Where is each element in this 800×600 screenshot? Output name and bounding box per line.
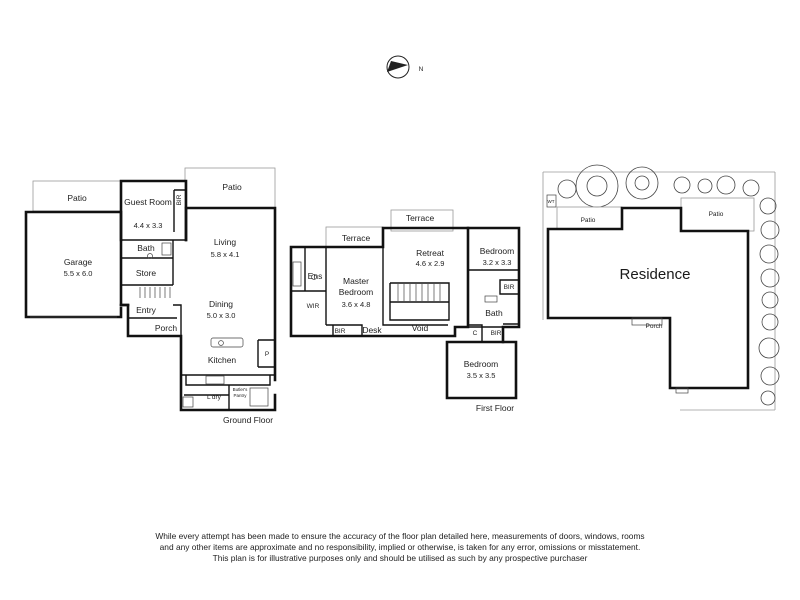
kitchen-island bbox=[210, 337, 244, 348]
gf-guest-room-dim: 4.4 x 3.3 bbox=[134, 221, 163, 230]
ff-bedroom2-label: Bedroom bbox=[464, 359, 499, 369]
residence-outline bbox=[546, 206, 750, 390]
disclaimer-line-2: and any other items are approximate and … bbox=[159, 542, 641, 552]
disclaimer: While every attempt has been made to ens… bbox=[0, 531, 800, 564]
ff-desk-label: Desk bbox=[362, 325, 382, 335]
site-wt-label: WT bbox=[548, 199, 555, 204]
gf-butlers-label-2: Pantry bbox=[233, 393, 247, 398]
ff-bir2-label: BIR bbox=[335, 328, 346, 335]
ff-bedroom2-dim: 3.5 x 3.5 bbox=[467, 371, 496, 380]
ff-ens-label: Ens bbox=[308, 271, 323, 281]
north-arrow-icon bbox=[387, 61, 408, 72]
gf-stairs bbox=[139, 287, 171, 298]
ground-floor-plan: Patio Guest Room 4.4 x 3.3 BIR Patio Liv… bbox=[24, 167, 277, 425]
gf-patio2-label: Patio bbox=[222, 182, 242, 192]
site-patio-left-label: Patio bbox=[581, 217, 596, 224]
ff-bir1-label: BIR bbox=[504, 284, 515, 291]
gf-butlers-label-1: Butler's bbox=[233, 387, 249, 392]
ff-bedroom1-dim: 3.2 x 3.3 bbox=[483, 258, 512, 267]
gf-living-dim: 5.8 x 4.1 bbox=[211, 250, 240, 259]
ff-bir3-label: BIR bbox=[491, 330, 502, 337]
gf-bath-label: Bath bbox=[137, 243, 155, 253]
gf-porch-label: Porch bbox=[155, 323, 177, 333]
lot-boundary bbox=[542, 171, 776, 411]
ff-terrace-label: Terrace bbox=[342, 233, 371, 243]
gf-dining-dim: 5.0 x 3.0 bbox=[207, 311, 236, 320]
site-plan: Residence WT Patio Patio Porch bbox=[542, 164, 780, 411]
gf-guest-room-label: Guest Room bbox=[124, 197, 172, 207]
ff-retreat-dim: 4.6 x 2.9 bbox=[416, 259, 445, 268]
ff-stairs bbox=[397, 284, 441, 301]
tree-icons bbox=[557, 164, 780, 406]
gf-garage-label: Garage bbox=[64, 257, 93, 267]
compass: N bbox=[386, 55, 424, 79]
site-porch-label: Porch bbox=[646, 323, 663, 330]
gf-entry-label: Entry bbox=[136, 305, 157, 315]
disclaimer-line-3: This plan is for illustrative purposes o… bbox=[212, 553, 588, 563]
gf-kitchen-label: Kitchen bbox=[208, 355, 237, 365]
ff-master-label-1: Master bbox=[343, 276, 369, 286]
ff-terrace-top-label: Terrace bbox=[406, 213, 435, 223]
ff-master-dim: 3.6 x 4.8 bbox=[342, 300, 371, 309]
gf-bir-label: BIR bbox=[176, 194, 183, 205]
gf-laundry-label: L'dry bbox=[207, 394, 222, 401]
ff-bedroom1-label: Bedroom bbox=[480, 246, 515, 256]
compass-north-label: N bbox=[419, 66, 424, 73]
first-floor-plan: Terrace Terrace Retreat 4.6 x 2.9 Bedroo… bbox=[289, 209, 521, 413]
ff-wir-label: WIR bbox=[307, 303, 320, 310]
gf-dining-label: Dining bbox=[209, 299, 233, 309]
site-residence-label: Residence bbox=[620, 266, 691, 283]
gf-living-label: Living bbox=[214, 237, 236, 247]
gf-garage-dim: 5.5 x 6.0 bbox=[64, 269, 93, 278]
ff-retreat-label: Retreat bbox=[416, 248, 445, 258]
ff-c-label: C bbox=[473, 330, 478, 337]
ff-master-label-2: Bedroom bbox=[339, 287, 374, 297]
gf-patio-label: Patio bbox=[67, 193, 87, 203]
gf-pantry-label: P bbox=[265, 351, 269, 358]
disclaimer-line-1: While every attempt has been made to ens… bbox=[155, 531, 645, 541]
compass-ring bbox=[386, 55, 410, 79]
gf-store-label: Store bbox=[136, 268, 157, 278]
ff-title: First Floor bbox=[476, 403, 514, 413]
ff-void-label: Void bbox=[412, 323, 429, 333]
ff-bath-label: Bath bbox=[485, 308, 503, 318]
gf-title: Ground Floor bbox=[223, 415, 273, 425]
site-patio-right-label: Patio bbox=[709, 211, 724, 218]
